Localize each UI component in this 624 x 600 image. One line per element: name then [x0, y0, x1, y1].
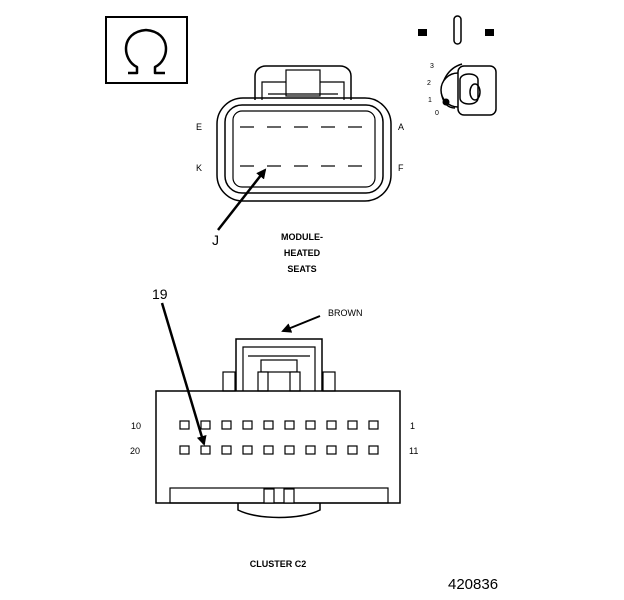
- pin-label-E: E: [196, 122, 202, 132]
- pin-label-11: 11: [409, 446, 418, 456]
- callout-arrow-brown: [281, 315, 321, 333]
- heated-seats-title-line2: HEATED: [284, 248, 321, 258]
- cluster-c2-connector: BROWN: [130, 286, 418, 569]
- cluster-c2-pin-row-bottom: [179, 445, 379, 455]
- heated-seats-title-line1: MODULE-: [281, 232, 323, 242]
- pin-label-K: K: [196, 163, 202, 173]
- pin-label-1: 1: [410, 421, 415, 431]
- pin-label-A: A: [398, 122, 404, 132]
- pin-label-F: F: [398, 163, 404, 173]
- callout-arrow-J: [217, 168, 267, 231]
- figure-number: 420836: [448, 576, 498, 593]
- cluster-c2-title: CLUSTER C2: [250, 559, 307, 569]
- heated-seats-connector: E A K F J MODULE- HEATED SEATS: [196, 65, 404, 274]
- ignition-key-icon: 3 2 1 0: [418, 15, 497, 117]
- pin-label-10: 10: [131, 421, 141, 431]
- ignition-pos-0: 0: [435, 110, 439, 117]
- pin-label-20: 20: [130, 446, 140, 456]
- ignition-pos-3: 3: [430, 63, 434, 70]
- callout-label-19: 19: [152, 286, 168, 302]
- color-label-brown: BROWN: [328, 308, 363, 318]
- ignition-pos-2: 2: [427, 80, 431, 87]
- callout-arrow-19: [160, 302, 207, 446]
- ignition-pos-1: 1: [428, 97, 432, 104]
- cluster-c2-pin-row-top: [179, 420, 379, 430]
- callout-label-J: J: [212, 232, 219, 248]
- omega-resistance-icon: [105, 16, 188, 84]
- heated-seats-title-line3: SEATS: [287, 264, 316, 274]
